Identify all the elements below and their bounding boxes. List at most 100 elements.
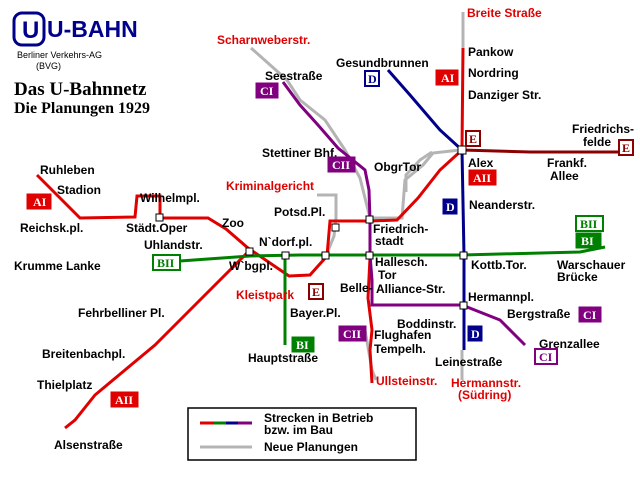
- station-label: Breite Straße: [467, 6, 542, 20]
- transfer-station-green-west: [321, 251, 330, 260]
- station-label: Städt.Oper: [126, 221, 188, 235]
- badge-BII-warschauer: BII: [575, 215, 604, 232]
- station-label: Ruhleben: [40, 163, 95, 177]
- station-label: Hallesch.: [375, 255, 428, 269]
- ubahn-logo: U U-BAHN Berliner Verkehrs-AG (BVG): [12, 11, 138, 71]
- svg-text:AII: AII: [115, 393, 133, 407]
- station-label: Stadion: [57, 183, 101, 197]
- badge-D-leinestrasse: D: [467, 325, 483, 342]
- badge-CI-grenzallee: CI: [534, 348, 558, 365]
- badge-D-neanderstr: D: [442, 198, 458, 215]
- station-label: Belle-: [340, 281, 373, 295]
- station-label: stadt: [375, 234, 404, 248]
- station-label: Zoo: [222, 216, 244, 230]
- station-label: Neanderstr.: [469, 198, 535, 212]
- map-title: Das U-Bahnnetz: [14, 79, 147, 100]
- badge-CII-stettiner: CII: [327, 156, 356, 173]
- station-label: Ullsteinstr.: [376, 374, 437, 388]
- svg-text:E: E: [469, 132, 477, 146]
- svg-text:BI: BI: [581, 234, 594, 248]
- legend: Strecken in Betrieb bzw. im Bau Neue Pla…: [187, 407, 417, 461]
- badge-AI-pankow: AI: [435, 69, 459, 86]
- station-label: Allee: [550, 169, 579, 183]
- transfer-station-staedtoper: [155, 213, 164, 222]
- station-label: Danziger Str.: [468, 88, 541, 102]
- badge-E-alex: E: [465, 130, 481, 147]
- station-label: Friedrich-: [373, 222, 428, 236]
- station-label: Pankow: [468, 45, 514, 59]
- station-label: Bayer.Pl.: [290, 306, 341, 320]
- station-label: Warschauer: [557, 258, 626, 272]
- transfer-station-kottbtor: [459, 251, 468, 260]
- transfer-station-alex: [457, 145, 467, 155]
- svg-text:CI: CI: [260, 84, 274, 98]
- svg-text:CII: CII: [332, 158, 350, 172]
- station-label: Alex: [468, 156, 494, 170]
- station-label: Brücke: [557, 270, 598, 284]
- badge-CI-seestrasse: CI: [255, 82, 279, 99]
- svg-text:CII: CII: [343, 327, 361, 341]
- map-subtitle: Die Planungen 1929: [14, 100, 150, 117]
- station-label: ObgrTor: [374, 160, 421, 174]
- badge-CII-flughafen: CII: [338, 325, 367, 342]
- svg-text:BI: BI: [296, 338, 309, 352]
- transfer-station-wbgpl: [245, 247, 254, 256]
- station-label: Tempelh.: [374, 342, 426, 356]
- station-label: Stettiner Bhf.: [262, 146, 337, 160]
- svg-text:CI: CI: [583, 308, 597, 322]
- svg-text:E: E: [622, 141, 630, 155]
- station-label: Hauptstraße: [248, 351, 318, 365]
- line-badges: AI AI AII AII BI BI BII BII: [26, 69, 634, 408]
- station-label: Krumme Lanke: [14, 259, 101, 273]
- svg-text:BII: BII: [580, 217, 598, 231]
- badge-BI-hauptstrasse: BI: [291, 336, 315, 353]
- ubahn-u-letter: U: [22, 17, 39, 44]
- legend-box: [187, 407, 417, 461]
- station-label: W`bgpl.: [229, 259, 273, 273]
- transfer-station-ndorfpl: [281, 251, 290, 260]
- svg-text:BII: BII: [157, 256, 175, 270]
- station-label: Friedrichs-: [572, 122, 634, 136]
- station-label: (Südring): [458, 388, 511, 402]
- svg-text:AII: AII: [473, 171, 491, 185]
- transfer-station-halleschtor: [365, 251, 374, 260]
- legend-in-operation-label-2: bzw. im Bau: [264, 423, 333, 437]
- badge-BI-warschauer: BI: [575, 232, 602, 249]
- ubahn-u-sign-icon: [12, 11, 46, 47]
- legend-planned-label: Neue Planungen: [264, 440, 358, 454]
- logo-org-name: Berliner Verkehrs-AG: [17, 50, 102, 60]
- badge-CI-bergstrasse: CI: [578, 306, 602, 323]
- station-label: Leinestraße: [435, 355, 503, 369]
- station-label: Bergstraße: [507, 307, 571, 321]
- station-label: Nordring: [468, 66, 519, 80]
- line-a-red: [35, 47, 465, 430]
- station-label: Alliance-Str.: [376, 282, 445, 296]
- badge-E-kleistpark: E: [308, 283, 324, 300]
- svg-text:E: E: [312, 285, 320, 299]
- logo-org-abbr: (BVG): [36, 61, 61, 71]
- badge-BII-uhlandstr: BII: [152, 254, 181, 271]
- station-label: Seestraße: [265, 69, 323, 83]
- line-d-blue: [386, 69, 466, 350]
- badge-AII-alex: AII: [468, 169, 497, 186]
- station-label: Gesundbrunnen: [336, 56, 429, 70]
- svg-text:CI: CI: [539, 350, 553, 364]
- badge-AI-ruhleben: AI: [26, 193, 52, 210]
- transfer-station-hermannpl: [459, 301, 468, 310]
- station-labels: Breite Straße Pankow Nordring Danziger S…: [14, 6, 634, 452]
- transfer-station-potsdpl: [331, 223, 340, 232]
- transfer-station-friedrichstadt: [365, 215, 374, 224]
- station-label: Grenzallee: [539, 337, 600, 351]
- station-label: Thielplatz: [37, 378, 92, 392]
- station-label: Hermannpl.: [468, 290, 534, 304]
- station-label: Scharnweberstr.: [217, 33, 310, 47]
- station-label: Alsenstraße: [54, 438, 123, 452]
- badge-E-friedrichsfelde: E: [618, 139, 634, 156]
- transfer-markers: [155, 145, 468, 310]
- station-label: Boddinstr.: [397, 317, 456, 331]
- badge-D-gesundbrunnen: D: [364, 70, 380, 87]
- station-label: Hermannstr.: [451, 376, 521, 390]
- station-label: Frankf.: [547, 156, 587, 170]
- legend-in-operation-label: Strecken in Betrieb: [264, 411, 373, 425]
